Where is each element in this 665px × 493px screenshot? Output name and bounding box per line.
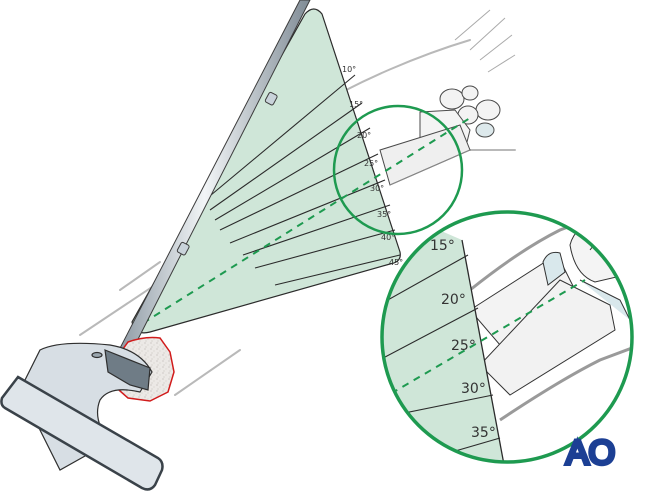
- mag-label-35: 35°: [471, 425, 496, 441]
- label-40: 40°: [381, 233, 395, 242]
- mag-label-15: 15°: [430, 238, 455, 254]
- ao-logo: AO: [566, 434, 615, 472]
- wrist-bones-small: [379, 9, 516, 186]
- magnifier-circle-small: [332, 104, 464, 236]
- label-15: 15°: [349, 100, 363, 109]
- label-20: 20°: [357, 131, 371, 140]
- magnified-angle-labels: 15° 20° 25° 30° 35°: [430, 238, 496, 441]
- label-25: 25°: [364, 159, 378, 168]
- label-10: 10°: [342, 65, 356, 74]
- label-45: 45°: [389, 258, 403, 267]
- mag-label-25: 25°: [451, 338, 476, 354]
- fan-angle-labels: 10° 15° 20° 25° 30° 35° 40° 45°: [342, 65, 403, 267]
- handle: [0, 342, 164, 491]
- mag-label-20: 20°: [441, 292, 466, 308]
- mag-label-30: 30°: [461, 381, 486, 397]
- label-35: 35°: [377, 210, 391, 219]
- label-30: 30°: [370, 184, 384, 193]
- magnifier-large: 15° 20° 25° 30° 35°: [380, 210, 634, 464]
